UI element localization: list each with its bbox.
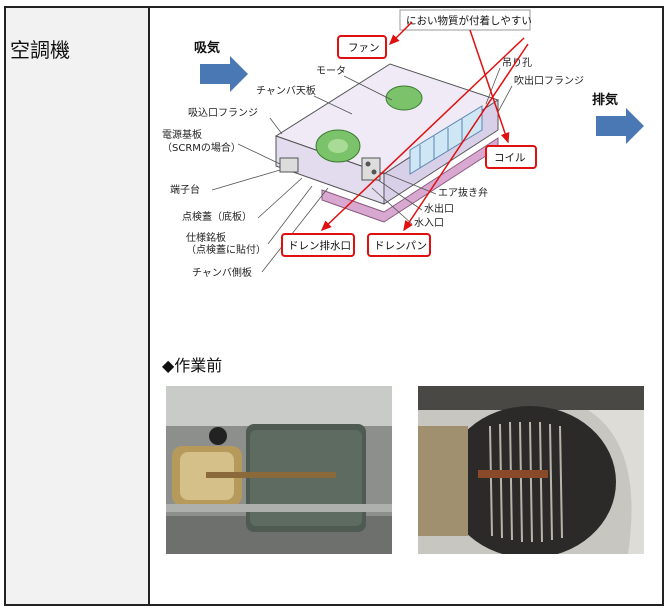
drain-pan-callout: ドレンパン <box>374 240 427 252</box>
drain-outlet-callout-box <box>281 233 355 257</box>
label-air-vent: エア抜き弁 <box>438 186 488 199</box>
fan-coil-diagram: 吸気 排気 <box>162 9 644 279</box>
drain-outlet-callout: ドレン排水口 <box>288 239 351 252</box>
terminal-box-icon <box>279 157 299 173</box>
odor-note-box <box>399 9 531 31</box>
content-table: 空調機 吸気 排気 <box>4 6 664 606</box>
intake-label: 吸気 <box>194 40 220 56</box>
odor-note: におい物質が付着しやすい <box>406 14 532 27</box>
label-power-board: 電源基板 <box>162 128 202 141</box>
photo-fan-blades <box>418 386 644 554</box>
label-inspection-cover: 点検蓋（底板） <box>182 210 252 223</box>
label-power-board-sub: （SCRMの場合） <box>162 141 241 154</box>
content-column: 吸気 排気 <box>152 8 662 604</box>
fan-callout: ファン <box>348 42 380 54</box>
label-hanger: 吊り孔 <box>502 57 532 69</box>
row-label: 空調機 <box>10 38 70 62</box>
label-column: 空調機 <box>6 8 150 604</box>
label-suction-flange: 吸込口フランジ <box>188 107 258 119</box>
section-title: ◆作業前 <box>162 356 223 375</box>
fan-motor-photo-icon <box>166 386 392 554</box>
label-terminal-block: 端子台 <box>170 183 200 196</box>
coil-callout-box <box>485 145 537 169</box>
label-motor: モータ <box>316 65 346 77</box>
coil-callout: コイル <box>494 152 526 164</box>
exhaust-arrow-icon <box>596 108 644 144</box>
chamber-unit <box>274 63 500 223</box>
label-chamber-side: チャンバ側板 <box>192 266 252 279</box>
coil-icon <box>409 105 483 175</box>
label-spec-plate-sub: （点検蓋に貼付） <box>186 243 266 256</box>
label-outlet-flange: 吹出口フランジ <box>514 74 584 87</box>
label-chamber-top: チャンバ天板 <box>256 84 316 97</box>
label-spec-plate: 仕様銘板 <box>186 231 226 244</box>
fan-callout-box <box>337 35 387 59</box>
intake-arrow-icon <box>200 56 248 92</box>
label-water-out: 水出口 <box>424 202 454 215</box>
label-water-in: 水入口 <box>414 217 444 229</box>
drain-pan-callout-box <box>367 233 431 257</box>
photo-fan-motor <box>166 386 392 554</box>
exhaust-label: 排気 <box>592 92 618 108</box>
fan-blades-photo-icon <box>418 386 644 554</box>
